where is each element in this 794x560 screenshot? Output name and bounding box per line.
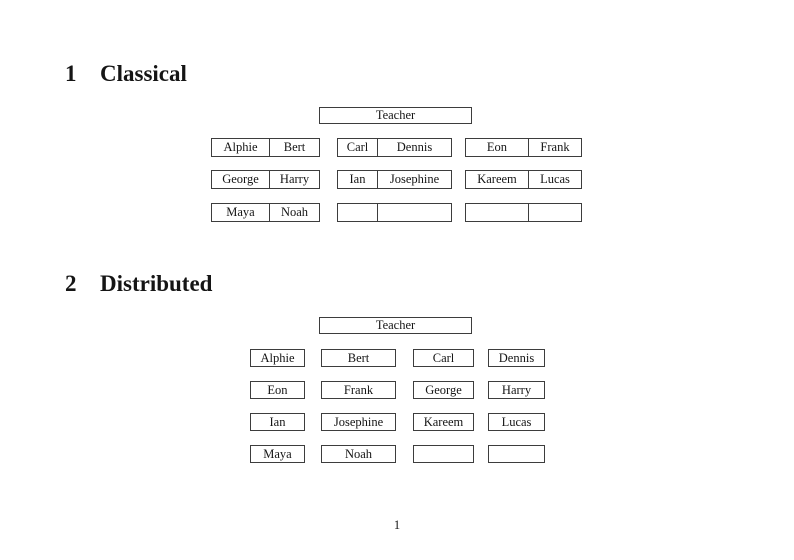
desk-seat: Noah bbox=[280, 205, 309, 219]
seat-box: Ian bbox=[250, 413, 305, 431]
seat-box: Harry bbox=[488, 381, 545, 399]
desk-seat: George bbox=[212, 171, 270, 188]
seat-box-empty bbox=[413, 445, 474, 463]
section-title-distributed: Distributed bbox=[100, 271, 213, 296]
seat-box: Kareem bbox=[413, 413, 474, 431]
desk-box-empty bbox=[337, 203, 452, 222]
desk-box: Ian Josephine bbox=[337, 170, 452, 189]
desk-seat: Harry bbox=[279, 172, 310, 186]
desk-seat-empty bbox=[529, 204, 581, 221]
seat-box: Dennis bbox=[488, 349, 545, 367]
desk-seat-empty bbox=[466, 204, 529, 221]
desk-seat: Maya bbox=[212, 204, 270, 221]
seat-box: Eon bbox=[250, 381, 305, 399]
seat-box: Alphie bbox=[250, 349, 305, 367]
teacher-label-classical: Teacher bbox=[375, 108, 416, 122]
seat-box: Bert bbox=[321, 349, 396, 367]
desk-box: Maya Noah bbox=[211, 203, 320, 222]
desk-seat: Dennis bbox=[396, 140, 433, 154]
teacher-box-distributed: Teacher bbox=[319, 317, 472, 334]
section-number-distributed: 2 bbox=[65, 271, 77, 296]
desk-seat: Ian bbox=[338, 171, 378, 188]
desk-box-empty bbox=[465, 203, 582, 222]
seat-box: Carl bbox=[413, 349, 474, 367]
desk-seat: Bert bbox=[283, 140, 306, 154]
seat-box: Maya bbox=[250, 445, 305, 463]
seat-box: Lucas bbox=[488, 413, 545, 431]
seat-box: Noah bbox=[321, 445, 396, 463]
page-number: 1 bbox=[393, 518, 401, 532]
desk-seat: Alphie bbox=[212, 139, 270, 156]
desk-seat: Kareem bbox=[466, 171, 529, 188]
desk-box: Carl Dennis bbox=[337, 138, 452, 157]
desk-box: George Harry bbox=[211, 170, 320, 189]
desk-seat: Lucas bbox=[540, 172, 570, 186]
teacher-label-distributed: Teacher bbox=[375, 318, 416, 332]
seat-box: George bbox=[413, 381, 474, 399]
seat-box-empty bbox=[488, 445, 545, 463]
desk-seat: Josephine bbox=[389, 172, 440, 186]
section-title-classical: Classical bbox=[100, 61, 187, 86]
desk-box: Alphie Bert bbox=[211, 138, 320, 157]
desk-seat: Frank bbox=[540, 140, 570, 154]
desk-seat-empty bbox=[378, 204, 451, 221]
desk-box: Kareem Lucas bbox=[465, 170, 582, 189]
section-heading-classical: 1 Classical bbox=[65, 62, 187, 86]
section-number-classical: 1 bbox=[65, 61, 77, 86]
section-heading-distributed: 2 Distributed bbox=[65, 272, 212, 296]
teacher-box-classical: Teacher bbox=[319, 107, 472, 124]
seat-box: Frank bbox=[321, 381, 396, 399]
seat-box: Josephine bbox=[321, 413, 396, 431]
desk-seat-empty bbox=[338, 204, 378, 221]
desk-seat: Eon bbox=[466, 139, 529, 156]
desk-box: Eon Frank bbox=[465, 138, 582, 157]
desk-seat: Carl bbox=[338, 139, 378, 156]
